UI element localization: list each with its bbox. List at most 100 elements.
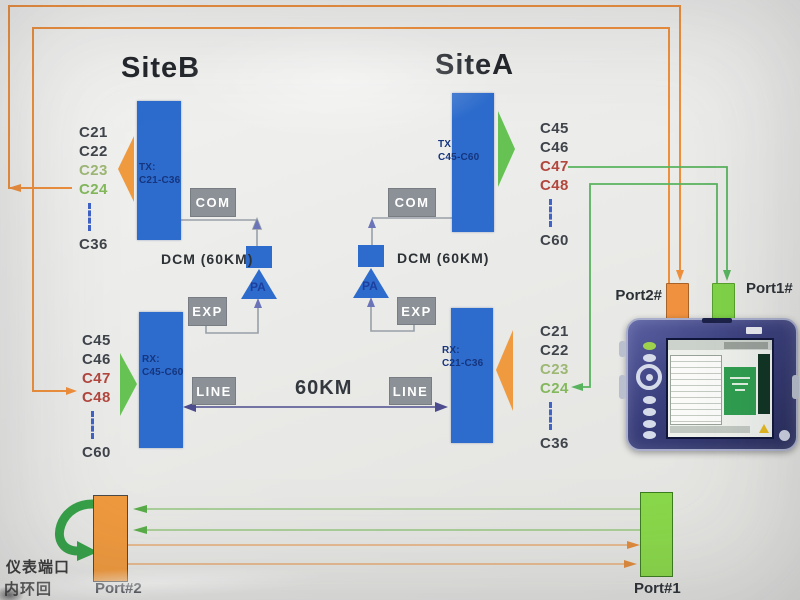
screen-toolbar [668, 340, 772, 350]
siteb-tx-mux-block [137, 101, 181, 240]
loopback-caption-line2: 内环回 [4, 581, 53, 598]
function-button [643, 354, 656, 362]
sitea-com-box: COM [388, 188, 436, 217]
sitea-exp-link [367, 297, 415, 332]
dpad-ring [636, 364, 662, 390]
channel-label: C48 [82, 389, 111, 406]
siteb-tx-mux-text: TX: C21-C36 [139, 162, 180, 187]
port2-label: Port2# [615, 287, 662, 304]
warning-icon [759, 424, 769, 433]
function-button [643, 396, 656, 404]
loopback-port2-label: Port#2 [95, 580, 142, 597]
loopback-arrow-icon [55, 499, 106, 561]
channel-label: C21 [79, 124, 108, 141]
screen-green-status-panel [724, 367, 756, 415]
channel-label: C22 [540, 342, 569, 359]
siteb-rx-demux-text: RX: C45-C60 [142, 354, 183, 379]
channel-list-sitea-tx: C45 C46 C47 C48 C60 [540, 119, 590, 250]
sitea-com-link [368, 217, 452, 245]
channel-label: C47 [540, 158, 569, 175]
siteb-rx-direction-arrow [120, 353, 137, 416]
test-instrument [626, 318, 798, 451]
channel-label: C45 [82, 332, 111, 349]
loopback-green-lines [133, 505, 640, 534]
orange-loop-return-line [32, 27, 670, 395]
loopback-port2-box [93, 495, 128, 582]
sitea-line-box: LINE [389, 377, 432, 405]
channel-label: C23 [540, 361, 569, 378]
sitea-rx-name: RX: [442, 345, 460, 356]
channel-label: C46 [82, 351, 111, 368]
instrument-side-bumper [619, 341, 626, 357]
siteb-pa-label: PA [250, 280, 266, 294]
channel-list-siteb-tx: C21 C22 C23 C24 C36 [79, 123, 129, 254]
sitea-rx-direction-arrow [496, 330, 513, 411]
channel-label: C45 [540, 120, 569, 137]
channel-ellipsis-dashes [88, 203, 91, 231]
channel-label: C24 [79, 181, 108, 198]
port2-connector [666, 283, 689, 323]
instrument-side-bumper [619, 375, 626, 399]
sitea-tx-name: TX [438, 139, 452, 150]
siteb-line-box: LINE [192, 377, 236, 405]
channel-label: C22 [79, 143, 108, 160]
siteb-tx-name: TX: [139, 162, 156, 173]
loopback-caption-line1: 仪表端口 [6, 559, 71, 576]
screen-button-cluster [724, 342, 768, 349]
channel-label: C24 [540, 380, 569, 397]
instrument-screen [666, 338, 774, 439]
loopback-orange-lines [127, 541, 640, 568]
sitea-tx-mux-text: TX C45-C60 [438, 139, 479, 164]
sitea-pa-amplifier-icon [353, 268, 389, 298]
channel-ellipsis-dashes [549, 199, 552, 227]
siteb-pa-amplifier-icon [241, 269, 277, 299]
instrument-top-port-strip [702, 318, 732, 323]
sitea-rx-range: C21-C36 [442, 357, 484, 369]
sitea-exp-box: EXP [397, 297, 436, 325]
channel-label: C60 [540, 232, 569, 249]
screen-bottom-buttons [670, 426, 750, 433]
channel-label: C48 [540, 177, 569, 194]
sitea-tx-range: C45-C60 [438, 151, 480, 163]
span-distance-label: 60KM [295, 377, 353, 399]
site-b-title: SiteB [121, 52, 201, 84]
channel-ellipsis-dashes [549, 402, 552, 430]
sitea-rx-demux-text: RX: C21-C36 [442, 345, 483, 370]
loopback-port1-box [640, 492, 673, 577]
siteb-dcm-module [241, 246, 277, 299]
channel-label: C36 [79, 236, 108, 253]
channel-ellipsis-dashes [91, 411, 94, 439]
channel-list-sitea-rx: C21 C22 C23 C24 C36 [540, 322, 590, 453]
channel-label: C60 [82, 444, 111, 461]
channel-list-siteb-rx: C45 C46 C47 C48 C60 [82, 331, 132, 462]
siteb-exp-link [205, 298, 262, 334]
channel-label: C46 [540, 139, 569, 156]
power-led [643, 342, 656, 350]
function-button [643, 408, 656, 416]
sitea-pa-label: PA [362, 279, 378, 293]
siteb-rx-demux-block [139, 312, 183, 448]
channel-label: C23 [79, 162, 108, 179]
channel-label: C36 [540, 435, 569, 452]
port1-label: Port1# [746, 280, 793, 297]
instrument-brand-label [746, 327, 762, 334]
dpad-center-button [646, 374, 653, 381]
sitea-rx-demux-block [451, 308, 493, 443]
green-line-port1-to-c24 [571, 183, 718, 391]
sitea-tx-direction-arrow [498, 111, 515, 187]
screen-results-table [670, 355, 722, 425]
orange-loop-out-line [8, 5, 684, 281]
loopback-port1-label: Port#1 [634, 580, 681, 597]
function-button [643, 420, 656, 428]
siteb-tx-direction-arrow [118, 136, 134, 202]
siteb-com-link [181, 216, 263, 248]
green-line-c47-to-port1 [568, 166, 731, 281]
siteb-dcm-label: DCM (60KM) [161, 251, 254, 267]
instrument-side-bumper [792, 375, 799, 399]
channel-label: C21 [540, 323, 569, 340]
siteb-rx-name: RX: [142, 354, 160, 365]
screen-dark-panel [758, 354, 770, 414]
site-a-title: SiteA [435, 49, 515, 81]
